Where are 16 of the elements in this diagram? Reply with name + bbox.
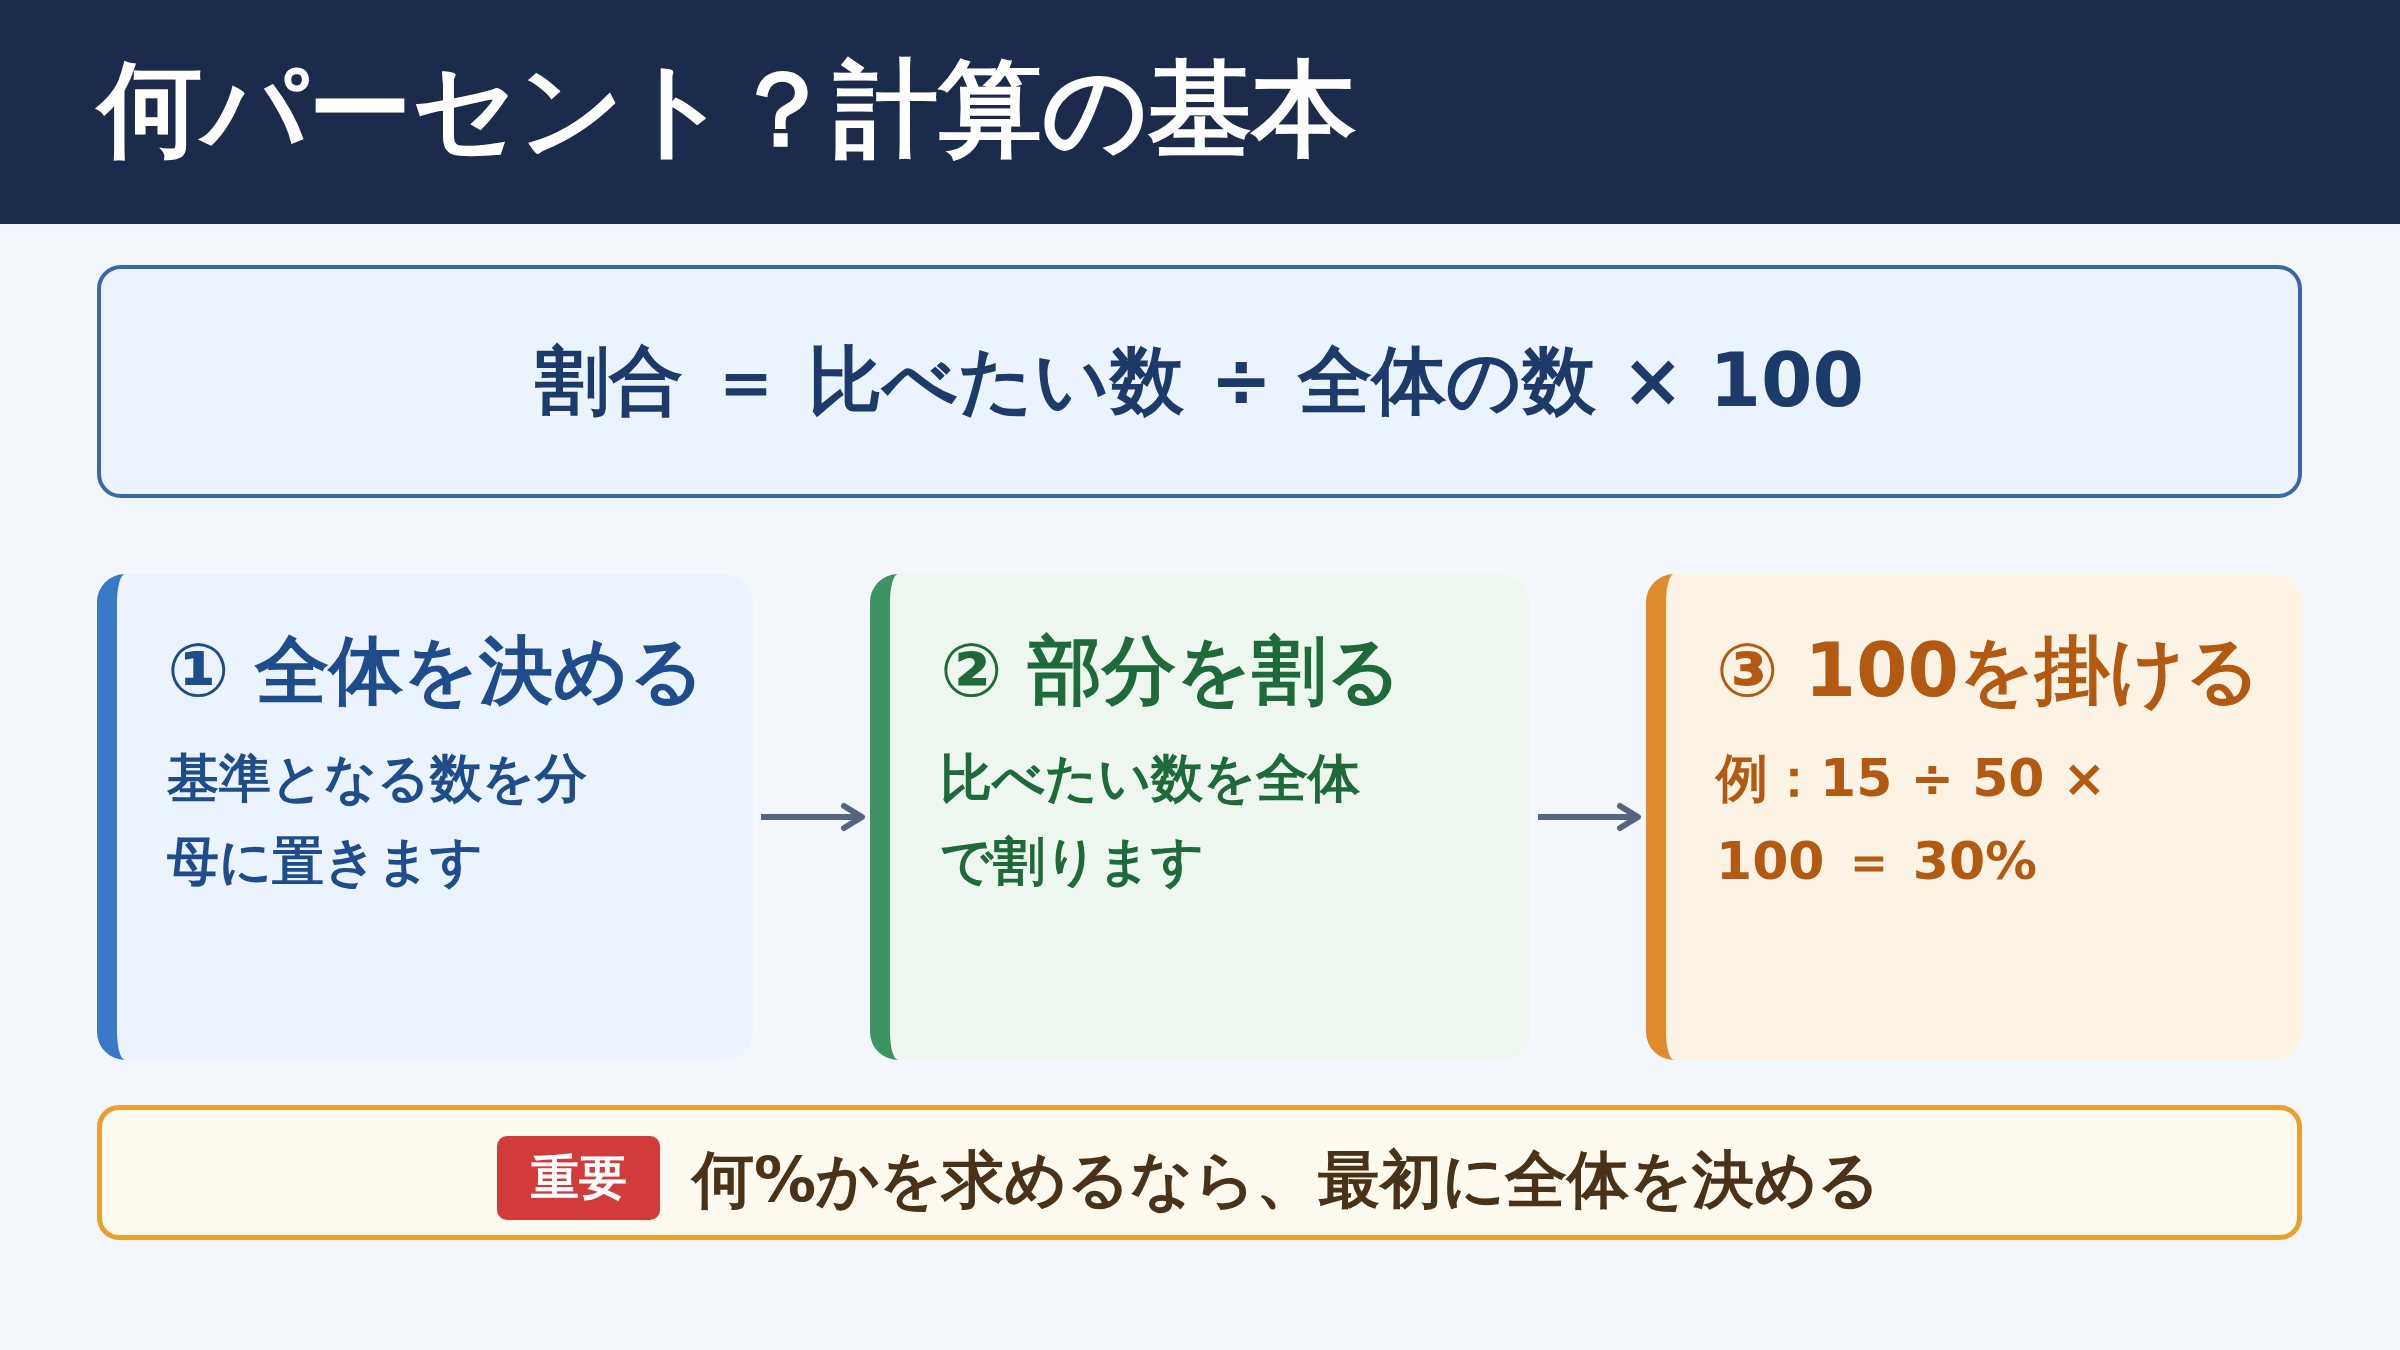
step-card [97,574,753,1060]
step-card [1646,574,2302,1060]
note-box [97,1105,2302,1240]
arrow [1538,803,1641,831]
step-description: 基準となる数を分母に置きます [167,746,587,893]
step-card [870,574,1530,1060]
arrow [761,803,865,831]
formula-box [97,265,2302,498]
step-description: 例：15 ÷ 50 × 100 ＝ 30% [1716,746,2108,893]
formula-text: 割合 ＝ 比べたい数 ÷ 全体の数 × 100 [534,335,1865,425]
badge: 重要 [497,1136,660,1220]
step-heading: ① 全体を決める [167,626,707,715]
note-text: 何%かを求めるなら、最初に全体を決める [692,1142,1881,1218]
step-heading: ③ 100を掛ける [1716,626,2262,715]
step-description: 比べたい数を全体で割ります [940,746,1360,893]
step-heading: ② 部分を割る [940,626,1404,715]
